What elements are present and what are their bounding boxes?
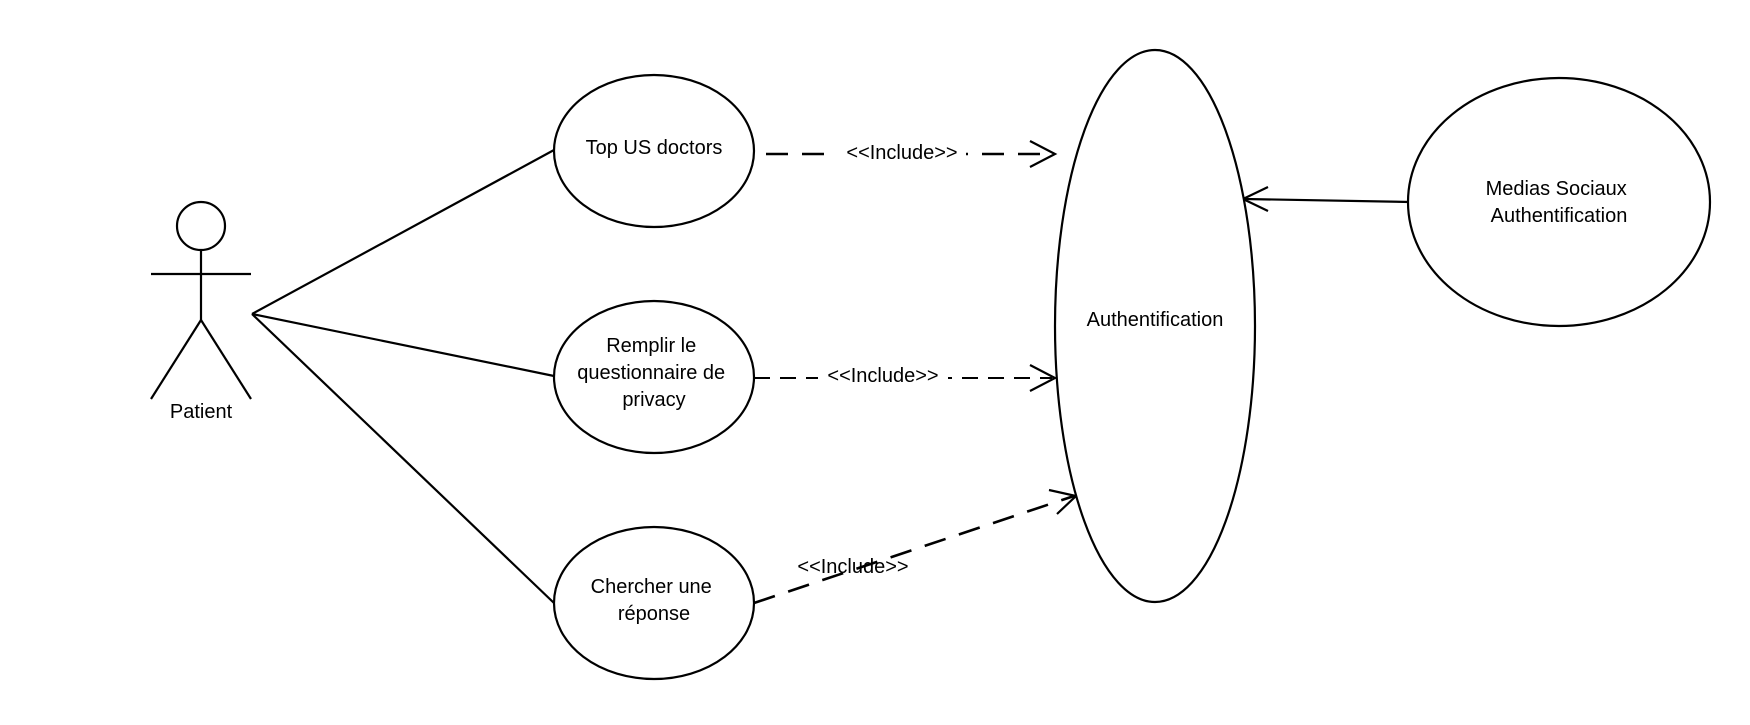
actor-patient[interactable]: Patient — [150, 200, 252, 423]
use-case-label: Authentification — [1087, 309, 1224, 331]
include-relation-questionnaire: <<Include>> — [754, 362, 1058, 392]
actor-name: Patient — [170, 401, 233, 423]
use-case-medias-sociaux-authentification[interactable]: Medias Sociaux Authentification — [1406, 76, 1712, 328]
use-case-label-line: Medias Sociaux — [1486, 178, 1627, 200]
use-case-ellipse — [552, 73, 756, 229]
use-case-top-us-doctors[interactable]: Top US doctors — [552, 73, 756, 229]
use-case-label-line: Authentification — [1087, 309, 1224, 331]
include-label-top-doctors: <<Include>> — [846, 142, 957, 164]
include-arrowhead-top-doctors — [1029, 140, 1058, 168]
association-line-medias-sociaux — [1244, 197, 1411, 204]
include-label-bg-top-doctors — [838, 138, 966, 166]
use-case-label-line: privacy — [622, 389, 685, 411]
use-case-label-line: Chercher une — [591, 576, 712, 598]
include-arrowhead-questionnaire — [1029, 364, 1058, 392]
include-arrowhead-chercher — [1048, 488, 1079, 515]
use-case-label-line: réponse — [618, 603, 690, 625]
use-case-ellipse — [1406, 76, 1712, 328]
include-label-chercher: <<Include>> — [797, 556, 908, 578]
actor-head — [175, 200, 227, 252]
association-questionnaire — [251, 312, 555, 378]
include-relation-chercher: <<Include>> — [753, 488, 1079, 605]
use-case-ellipse — [1053, 48, 1257, 604]
include-label-bg-questionnaire — [818, 362, 948, 390]
use-case-ellipse — [552, 299, 756, 455]
actor-left-leg — [150, 319, 202, 400]
use-case-label: Remplir le questionnaire de privacy — [577, 335, 730, 411]
actor-right-leg — [200, 319, 252, 400]
association-medias-sociaux — [1240, 186, 1411, 212]
include-line-chercher — [753, 494, 1075, 605]
use-case-label: Medias Sociaux Authentification — [1486, 178, 1633, 227]
include-relation-top-doctors: <<Include>> — [766, 138, 1058, 168]
use-case-chercher-une-reponse[interactable]: Chercher une réponse — [552, 525, 756, 681]
use-case-authentification[interactable]: Authentification — [1053, 48, 1257, 604]
use-case-label: Top US doctors — [586, 137, 723, 159]
association-chercher — [251, 313, 555, 604]
association-top-doctors — [251, 149, 555, 315]
use-case-label: Chercher une réponse — [591, 576, 718, 625]
use-case-ellipse — [552, 525, 756, 681]
use-case-label-line: Top US doctors — [586, 137, 723, 159]
use-case-label-line: Authentification — [1491, 205, 1628, 227]
include-label-questionnaire: <<Include>> — [827, 365, 938, 387]
use-case-questionnaire-privacy[interactable]: Remplir le questionnaire de privacy — [552, 299, 756, 455]
use-case-label-line: Remplir le — [606, 335, 696, 357]
use-case-label-line: questionnaire de — [577, 362, 725, 384]
